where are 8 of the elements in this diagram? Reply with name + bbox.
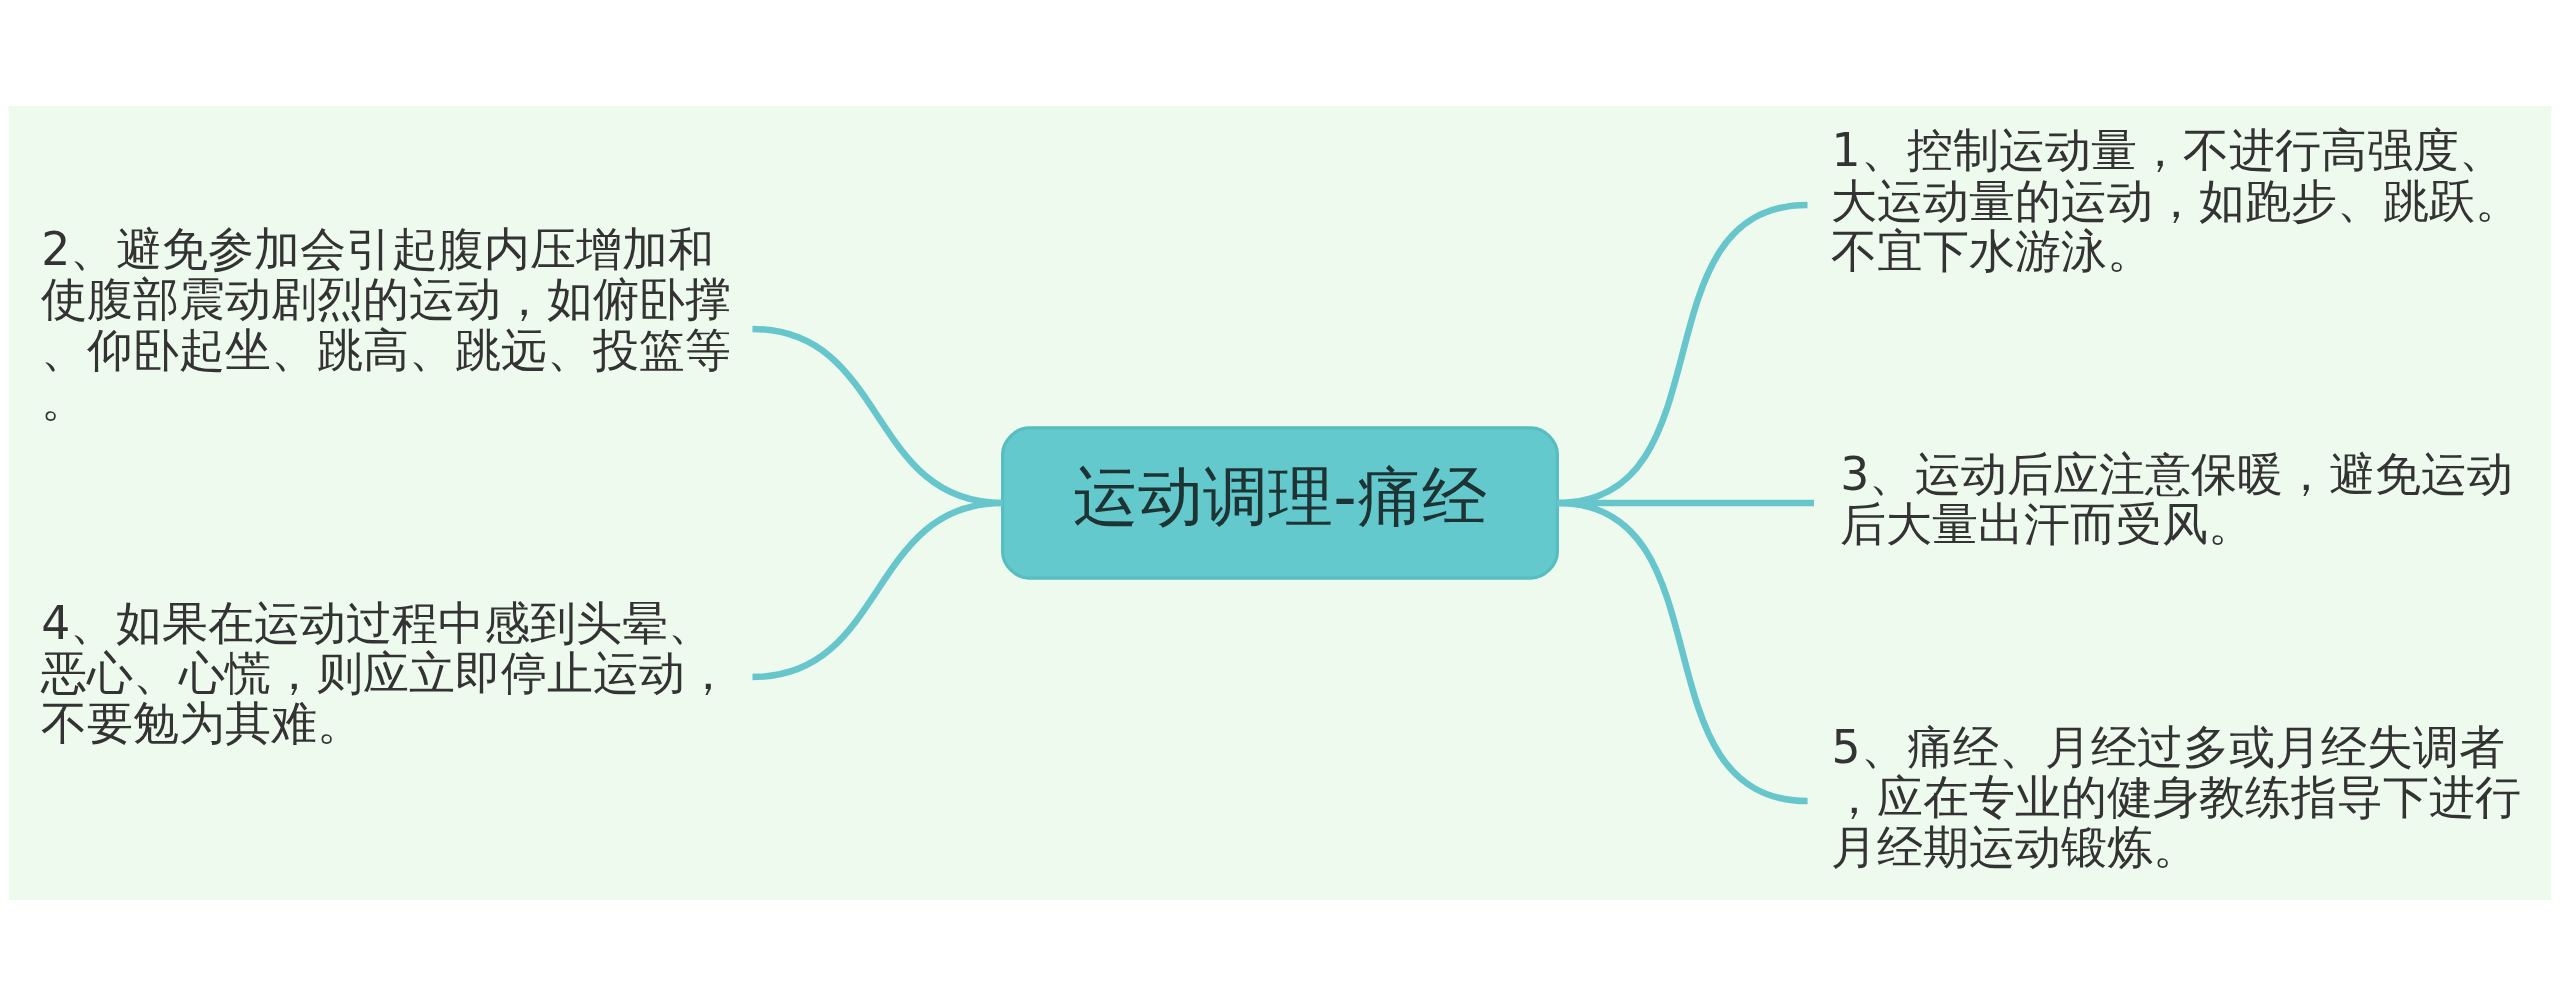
node-text: 2、避免参加会引起腹内压增加和使腹部震动剧烈的运动，如俯卧撑、仰卧起坐、跳高、跳远、投篮等。 bbox=[41, 222, 732, 427]
node-text: 5、痛经、月经过多或月经失调者，应在专业的健身教练指导下进行月经期运动锻炼。 bbox=[1831, 720, 2522, 874]
node-box: 运动调理-痛经 bbox=[1001, 425, 1559, 580]
node-text: 3、运动后应注意保暖，避免运动后大量出汗而受风。 bbox=[1840, 447, 2514, 551]
node-text: 1、控制运动量，不进行高强度、大运动量的运动，如跑步、跳跃。不宜下水游泳。 bbox=[1831, 123, 2522, 278]
node-text: 4、如果在运动过程中感到头晕、恶心、心慌，则应立即停止运动，不要勉为其难。 bbox=[41, 596, 732, 750]
connector bbox=[752, 499, 1003, 680]
connector bbox=[1556, 499, 1808, 804]
